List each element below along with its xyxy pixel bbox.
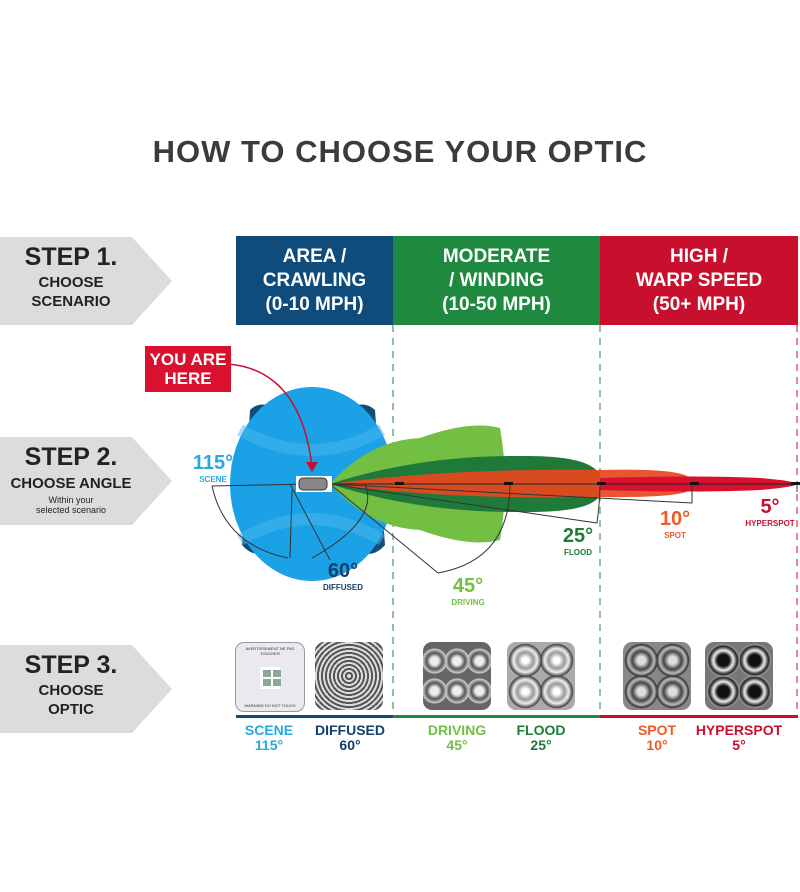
optic-diffused-image[interactable] (315, 642, 383, 710)
step-2-sub1: Within your (48, 495, 94, 505)
beam-name: FLOOD (564, 548, 592, 557)
step-2-arrow: STEP 2. CHOOSE ANGLE Within your selecte… (0, 437, 172, 525)
step-2-heading: STEP 2. (24, 443, 118, 471)
beam-label-scene: 115° SCENE (190, 452, 236, 484)
beam-markers (395, 482, 800, 485)
angle-lines (211, 483, 798, 574)
optic-angle: 5° (732, 737, 746, 753)
optic-driving-image[interactable] (423, 642, 491, 710)
beam-name: SCENE (199, 475, 227, 484)
led-cluster-icon (260, 667, 281, 689)
step-3-arrow: STEP 3. CHOOSE OPTIC (0, 645, 172, 733)
beam-angle: 10° (659, 508, 691, 530)
step-2-sub2: selected scenario (35, 505, 107, 515)
beam-label-spot: 10° SPOT (652, 508, 698, 540)
optic-name: SCENE (244, 722, 294, 738)
scenario-area-crawling[interactable]: AREA / CRAWLING (0-10 MPH) (236, 236, 393, 325)
scenario-bar-moderate (393, 715, 600, 718)
beam-angle: 5° (760, 496, 780, 518)
scenario-line3: (10-50 MPH) (442, 293, 551, 315)
step-1-heading: STEP 1. (24, 243, 118, 271)
callout-line2: HERE (164, 369, 212, 388)
beam-angle: 25° (562, 525, 594, 547)
step-1-line1: CHOOSE (38, 274, 104, 291)
page-title: HOW TO CHOOSE YOUR OPTIC (152, 134, 648, 169)
optic-warning-bottom: WARNING DO NOT TOUCH (244, 703, 296, 708)
optic-name: DRIVING (427, 722, 487, 738)
beam-label-diffused: 60° DIFFUSED (315, 560, 371, 592)
scenario-high-warp-speed[interactable]: HIGH / WARP SPEED (50+ MPH) (600, 236, 798, 325)
optic-angle: 10° (646, 737, 668, 753)
beam-name: HYPERSPOT (745, 519, 795, 528)
optic-angle: 115° (254, 737, 284, 753)
optic-name: SPOT (637, 722, 677, 738)
scenario-moderate-winding[interactable]: MODERATE / WINDING (10-50 MPH) (393, 236, 600, 325)
scenario-line1: MODERATE (442, 245, 551, 267)
scenario-line2: CRAWLING (262, 269, 367, 291)
beam-name: DIFFUSED (323, 583, 363, 592)
callout-line1: YOU ARE (149, 350, 227, 369)
vehicle-icon (298, 477, 328, 491)
optic-name: HYPERSPOT (695, 722, 783, 738)
scenario-line1: HIGH / (669, 245, 729, 267)
beam-angle: 115° (192, 452, 234, 474)
scenario-line2: WARP SPEED (635, 269, 763, 291)
scenario-line2: / WINDING (449, 269, 544, 291)
scenario-line3: (50+ MPH) (652, 293, 746, 315)
optic-spot-image[interactable] (623, 642, 691, 710)
optic-angle: 60° (339, 737, 361, 753)
scenario-bar-area (236, 715, 393, 718)
optic-scene-image[interactable]: AVERTISSEMENT NE PAS TOUCHER WARNING DO … (235, 642, 305, 712)
step-1-line2: SCENARIO (31, 293, 111, 310)
step-2-line1: CHOOSE ANGLE (10, 475, 132, 492)
beam-name: SPOT (664, 531, 686, 540)
optic-hyperspot-image[interactable] (705, 642, 773, 710)
scenario-line1: AREA / (282, 245, 347, 267)
step-3-line1: CHOOSE (38, 682, 104, 699)
callout-arrow (227, 363, 313, 467)
beam-angle: 60° (327, 560, 359, 582)
beam-name: DRIVING (451, 598, 485, 607)
optic-name: DIFFUSED (315, 722, 385, 738)
step-1-arrow: STEP 1. CHOOSE SCENARIO (0, 237, 172, 325)
beam-label-driving: 45° DRIVING (440, 575, 496, 607)
step-3-line2: OPTIC (48, 701, 94, 718)
optic-angle: 25° (530, 737, 552, 753)
beam-label-flood: 25° FLOOD (555, 525, 601, 557)
optic-angle: 45° (446, 737, 468, 753)
optic-name: FLOOD (516, 722, 566, 738)
optic-flood-image[interactable] (507, 642, 575, 710)
scenario-bar-high (600, 715, 798, 718)
scenario-line3: (0-10 MPH) (265, 293, 364, 315)
step-3-heading: STEP 3. (24, 651, 118, 679)
beam-angle: 45° (452, 575, 484, 597)
you-are-here-callout: YOU ARE HERE (145, 346, 231, 392)
beam-label-hyperspot: 5° HYPERSPOT (742, 496, 798, 528)
optic-warning-top: AVERTISSEMENT NE PAS TOUCHER (245, 646, 295, 656)
